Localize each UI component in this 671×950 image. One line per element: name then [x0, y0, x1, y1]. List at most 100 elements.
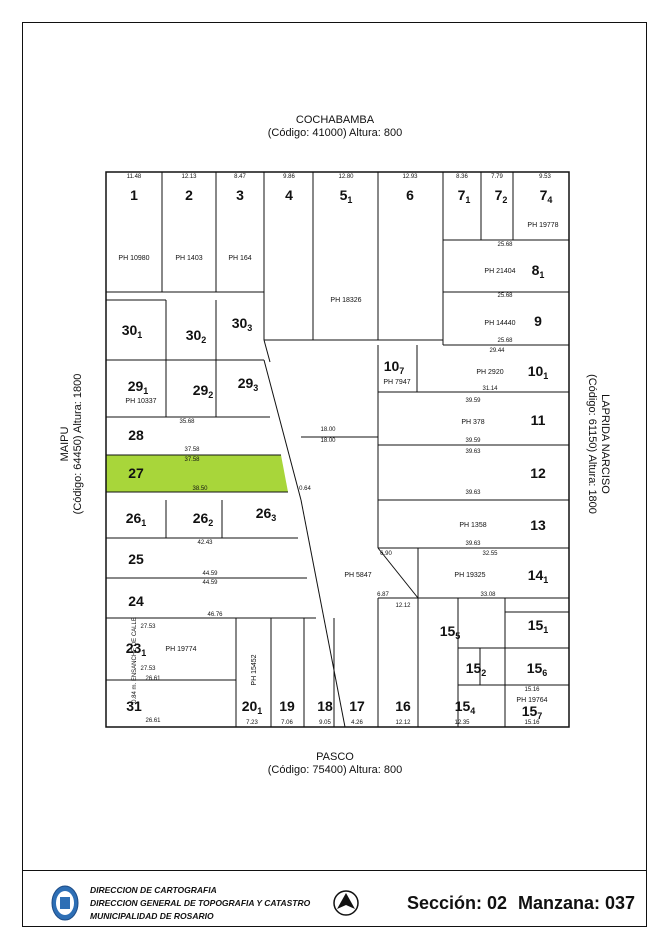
lot-26-2: 262 [193, 510, 214, 528]
dim-39-63: 39.63 [465, 449, 481, 455]
dim-33-08: 33.08 [480, 592, 496, 598]
dim-42-43: 42.43 [197, 540, 213, 546]
lot-15-4: 154 [455, 698, 476, 716]
lot-7-4: 74 [540, 187, 553, 205]
dim-39-59b: 39.59 [465, 438, 481, 444]
lot-15-7: 157 [522, 703, 543, 721]
dim-6-90: 6.90 [380, 551, 392, 557]
lot-10-1: 101 [528, 363, 549, 381]
dim-46-76: 46.76 [207, 612, 223, 618]
lot-23-1: 231 [126, 640, 147, 658]
lot-3: 3 [236, 187, 244, 203]
ph-19325: PH 19325 [454, 572, 485, 579]
lot-30-2: 302 [186, 327, 207, 345]
dim-27-53b: 27.53 [140, 666, 156, 672]
north-arrow-icon [333, 890, 359, 916]
dim-15-16: 15.16 [524, 687, 540, 693]
lot-15-5: 155 [440, 623, 461, 641]
dim-top-7c: 9.53 [539, 174, 551, 180]
dim-12-12b: 12.12 [395, 720, 411, 726]
lot-30-3: 303 [232, 315, 253, 333]
dim-32-55: 32.55 [482, 551, 498, 557]
ph-164: PH 164 [228, 255, 251, 262]
street-south: PASCO (Código: 75400) Altura: 800 [235, 751, 435, 777]
ph-10337: PH 10337 [125, 398, 156, 405]
dim-37-58: 37.58 [184, 447, 200, 453]
dim-7-06: 7.06 [281, 720, 293, 726]
ph-19774: PH 19774 [165, 646, 196, 653]
dim-0-64: 0.64 [299, 486, 311, 492]
lot-13: 13 [530, 517, 546, 533]
parcel-lines [105, 171, 570, 728]
lot-2: 2 [185, 187, 193, 203]
lot-20-1: 201 [242, 698, 263, 716]
lot-29-3: 293 [238, 375, 259, 393]
ph-378: PH 378 [461, 419, 484, 426]
dim-39-63c: 39.63 [465, 541, 481, 547]
municipal-seal-icon [51, 885, 79, 921]
street-south-name: PASCO [316, 751, 354, 763]
dim-18-00: 18.00 [320, 427, 336, 433]
ph-10980: PH 10980 [118, 255, 149, 262]
footer-divider [22, 870, 647, 871]
lot-7-2: 72 [495, 187, 508, 205]
street-north: COCHABAMBA (Código: 41000) Altura: 800 [235, 114, 435, 140]
lot-29-1: 291 [128, 378, 149, 396]
lot-31: 31 [126, 698, 142, 714]
dim-25-68b: 25.68 [497, 293, 513, 299]
dim-39-59: 39.59 [465, 398, 481, 404]
ph-5847: PH 5847 [344, 572, 371, 579]
dim-12-12: 12.12 [395, 603, 411, 609]
dim-15-16b: 15.16 [524, 720, 540, 726]
dim-25-68: 25.68 [497, 242, 513, 248]
lot-27: 27 [128, 465, 144, 481]
lot-26-1: 261 [126, 510, 147, 528]
dim-44-59: 44.59 [202, 571, 218, 577]
block-label: Manzana: 037 [518, 893, 636, 913]
dim-18-00b: 18.00 [320, 438, 336, 444]
lot-12: 12 [530, 465, 546, 481]
dim-top-6: 12.93 [402, 174, 418, 180]
dim-29-44: 29.44 [489, 348, 505, 354]
dim-4-26: 4.26 [351, 720, 363, 726]
street-south-code: (Código: 75400) Altura: 800 [267, 764, 403, 776]
ph-2920: PH 2920 [476, 369, 503, 376]
lot-15-2: 152 [466, 660, 487, 678]
ph-18326: PH 18326 [330, 297, 361, 304]
lot-26-3: 263 [256, 505, 277, 523]
lot-15-6: 156 [527, 660, 548, 678]
lot-30-1: 301 [122, 322, 143, 340]
dim-9-05: 9.05 [319, 720, 331, 726]
ph-1358: PH 1358 [459, 522, 486, 529]
dim-38-50: 38.50 [192, 486, 208, 492]
dim-31-14: 31.14 [482, 386, 498, 392]
map-frame [22, 22, 647, 927]
lot-5-1: 51 [340, 187, 353, 205]
ph-1403: PH 1403 [175, 255, 202, 262]
lot-28: 28 [128, 427, 144, 443]
lot-15-1: 151 [528, 617, 549, 635]
lot-6: 6 [406, 187, 414, 203]
dim-27-53: 27.53 [140, 624, 156, 630]
lot-4: 4 [285, 187, 293, 203]
dim-top-5: 12.80 [338, 174, 354, 180]
lot-10-7: 107 [384, 358, 405, 376]
dim-top-4: 9.86 [283, 174, 295, 180]
ph-labels: PH 10980 PH 1403 PH 164 PH 18326 PH 2140… [118, 222, 558, 704]
ph-21404: PH 21404 [484, 268, 515, 275]
dim-26-61: 26.61 [145, 676, 161, 682]
footer-line-3: MUNICIPALIDAD DE ROSARIO [90, 911, 214, 921]
street-north-code: (Código: 41000) Altura: 800 [267, 127, 403, 139]
dim-39-63b: 39.63 [465, 490, 481, 496]
dim-26-61b: 26.61 [145, 718, 161, 724]
dim-top-3: 8.47 [234, 174, 246, 180]
ph-7947: PH 7947 [383, 379, 410, 386]
highlighted-lot-27[interactable] [106, 455, 288, 492]
ph-14440: PH 14440 [484, 320, 515, 327]
dimension-labels: 11.48 12.13 8.47 9.86 12.80 12.93 8.36 7… [127, 174, 552, 726]
footer-line-2: DIRECCION GENERAL DE TOPOGRAFIA Y CATAST… [90, 898, 311, 908]
dim-44-59b: 44.59 [202, 580, 218, 586]
lot-11: 11 [531, 412, 546, 428]
dim-7-23: 7.23 [246, 720, 258, 726]
